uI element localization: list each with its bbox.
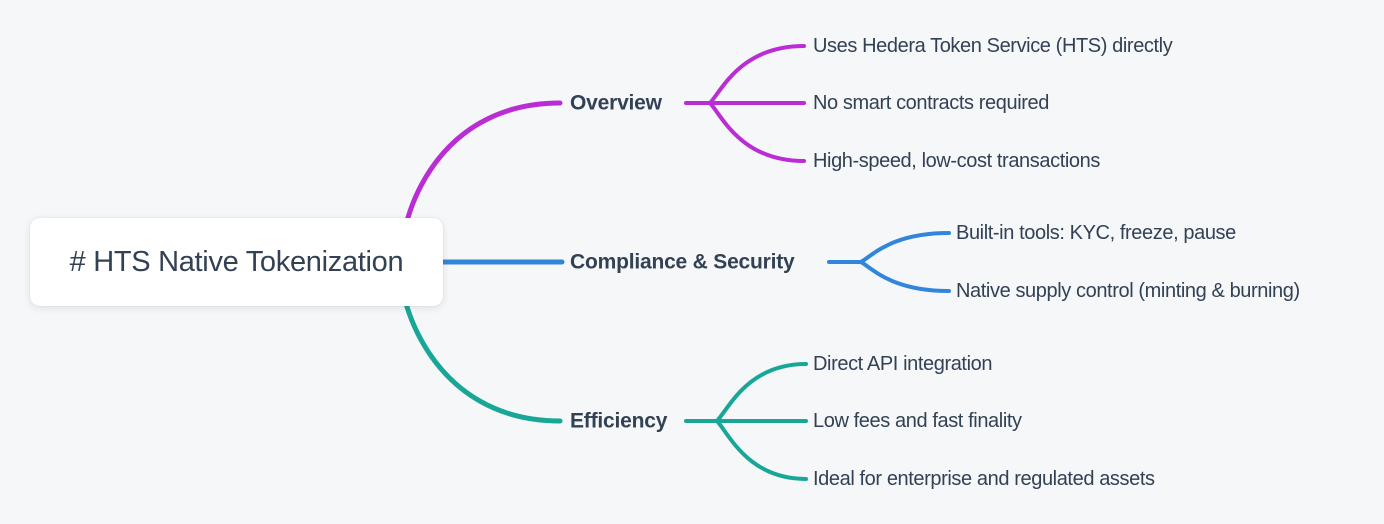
leaf-node-overview-3[interactable]: High-speed, low-cost transactions xyxy=(813,150,1100,172)
overview-fork-upper-curve xyxy=(708,44,806,105)
efficiency-fork-lower-curve xyxy=(715,419,808,481)
leaf-node-efficiency-3[interactable]: Ideal for enterprise and regulated asset… xyxy=(813,468,1155,490)
overview-fork-lower-curve xyxy=(708,101,806,163)
efficiency-fork-upper-curve xyxy=(715,362,808,423)
leaf-node-compliance-1[interactable]: Built-in tools: KYC, freeze, pause xyxy=(956,222,1236,244)
root-node[interactable]: # HTS Native Tokenization xyxy=(30,218,443,306)
compliance-fork-upper-curve xyxy=(859,231,951,264)
leaf-node-overview-2[interactable]: No smart contracts required xyxy=(813,92,1049,114)
leaf-node-efficiency-1[interactable]: Direct API integration xyxy=(813,353,993,375)
branch-node-efficiency[interactable]: Efficiency xyxy=(570,409,668,433)
leaf-node-overview-1[interactable]: Uses Hedera Token Service (HTS) directly xyxy=(813,35,1173,57)
branch-node-compliance-security[interactable]: Compliance & Security xyxy=(570,250,795,274)
root-node-label: # HTS Native Tokenization xyxy=(69,245,404,278)
leaf-node-compliance-2[interactable]: Native supply control (minting & burning… xyxy=(956,280,1300,302)
compliance-fork-lower-curve xyxy=(859,260,951,293)
leaf-node-efficiency-2[interactable]: Low fees and fast finality xyxy=(813,410,1022,432)
branch-node-overview[interactable]: Overview xyxy=(570,91,662,115)
